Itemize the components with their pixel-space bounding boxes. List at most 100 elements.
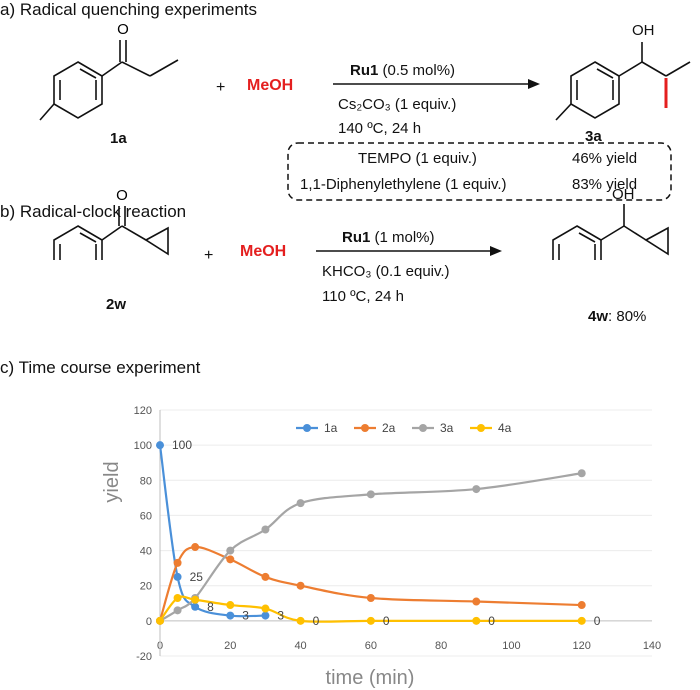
data-point-4a	[173, 594, 182, 603]
legend-marker-4a	[477, 424, 485, 432]
legend-marker-2a	[361, 424, 369, 432]
data-point-1a	[173, 572, 182, 581]
catalyst-loading-b: (1 mol%)	[370, 229, 435, 246]
chart-series	[156, 441, 586, 625]
data-point-3a	[261, 525, 270, 534]
ytick-label: 40	[140, 546, 152, 558]
data-point-1a	[261, 611, 270, 620]
atom-o-2w: O	[116, 187, 128, 204]
xtick-label: 140	[643, 640, 661, 652]
chart-xlabel: time (min)	[326, 667, 415, 688]
data-point-2a	[261, 572, 270, 581]
series-line-2a	[158, 545, 582, 622]
data-point-1a	[191, 602, 200, 611]
chart-axes: -20020406080100120020406080100120140	[134, 405, 662, 663]
data-point-4a	[226, 601, 235, 610]
molecule-2w	[53, 206, 169, 260]
data-point-2a	[226, 555, 235, 564]
time-course-chart: -20020406080100120020406080100120140 100…	[101, 405, 662, 688]
data-point-1a	[226, 611, 235, 620]
data-point-4a	[577, 616, 586, 625]
data-point-1a	[156, 441, 164, 450]
atom-o-1a: O	[117, 21, 129, 38]
data-point-2a	[472, 597, 481, 606]
xtick-label: 120	[573, 640, 591, 652]
base-a: Cs₂CO₃ (1 equiv.)	[338, 96, 457, 113]
data-point-2a	[173, 558, 182, 567]
xtick-label: 100	[502, 640, 520, 652]
data-label: 8	[207, 600, 214, 614]
conditions-a: 140 ºC, 24 h	[338, 120, 422, 137]
molecule-1a	[39, 40, 179, 121]
catalyst-b: Ru1	[342, 229, 371, 246]
label-4w: 4w	[588, 308, 609, 325]
legend-marker-3a	[419, 424, 427, 432]
catalyst-loading-a: (0.5 mol%)	[378, 62, 456, 79]
data-label: 0	[313, 614, 320, 628]
ytick-label: 60	[140, 510, 152, 522]
conditions-b: 110 ºC, 24 h	[322, 288, 404, 305]
data-label: 0	[383, 614, 390, 628]
data-label: 0	[594, 614, 601, 628]
data-label: 0	[488, 614, 495, 628]
data-label: 3	[277, 609, 284, 623]
ytick-label: 120	[134, 405, 152, 417]
data-point-3a	[577, 469, 586, 478]
series-line-1a	[158, 444, 266, 618]
data-point-2a	[296, 581, 305, 590]
legend-marker-1a	[303, 424, 311, 432]
quench-yield-2: 83% yield	[572, 176, 638, 193]
legend-label-3a: 3a	[440, 421, 454, 435]
series-line-4a	[159, 595, 582, 623]
data-label: 3	[242, 609, 249, 623]
data-point-4a	[261, 604, 270, 613]
data-point-2a	[577, 601, 586, 610]
xtick-label: 40	[294, 640, 306, 652]
reagent-meoh-b: MeOH	[240, 243, 287, 260]
reagent-meoh-a: MeOH	[247, 77, 294, 94]
quench-yield-1: 46% yield	[572, 150, 638, 167]
xtick-label: 20	[224, 640, 236, 652]
legend-label-1a: 1a	[324, 421, 338, 435]
data-label: 25	[190, 570, 204, 584]
legend-label-4a: 4a	[498, 421, 512, 435]
ytick-label: 80	[140, 475, 152, 487]
atom-oh-3a: OH	[632, 22, 655, 39]
catalyst-line-b: Ru1 (1 mol%)	[342, 229, 435, 246]
data-point-3a	[173, 606, 182, 615]
ytick-label: 20	[140, 581, 152, 593]
data-point-2a	[366, 594, 375, 603]
data-point-4a	[366, 616, 375, 625]
data-point-2a	[191, 543, 200, 552]
data-point-3a	[296, 499, 305, 508]
data-point-3a	[472, 485, 481, 494]
plus-b: +	[204, 247, 214, 264]
label-3a: 3a	[585, 128, 602, 145]
data-point-3a	[226, 546, 235, 555]
catalyst-a: Ru1	[350, 62, 379, 79]
data-label: 100	[172, 438, 192, 452]
data-point-4a	[296, 616, 305, 625]
data-point-3a	[366, 490, 375, 499]
atom-oh-4w: OH	[612, 186, 635, 203]
catalyst-line-a: Ru1 (0.5 mol%)	[350, 62, 455, 79]
molecule-4w	[552, 204, 669, 260]
xtick-label: 80	[435, 640, 447, 652]
data-point-4a	[472, 616, 481, 625]
section-a-title: a) Radical quenching experiments	[0, 0, 258, 19]
series-line-3a	[159, 472, 582, 622]
section-c-title: c) Time course experiment	[0, 358, 201, 377]
chart-ylabel: yield	[101, 461, 123, 502]
reaction-schemes: O O	[39, 21, 691, 260]
quench-box	[287, 142, 672, 201]
section-b-title: b) Radical-clock reaction	[0, 202, 187, 221]
base-b: KHCO₃ (0.1 equiv.)	[322, 263, 450, 280]
ytick-label: 0	[146, 616, 152, 628]
legend-label-2a: 2a	[382, 421, 396, 435]
label-4w-line: 4w: 80%	[588, 308, 646, 325]
ytick-label: 100	[134, 440, 152, 452]
label-2w: 2w	[106, 296, 127, 313]
chart-legend: 1a 2a 3a 4a	[296, 421, 512, 435]
yield-4w: : 80%	[608, 308, 647, 325]
chart-data-labels: 100 25 8 3 3 0 0 0 0	[172, 438, 601, 628]
